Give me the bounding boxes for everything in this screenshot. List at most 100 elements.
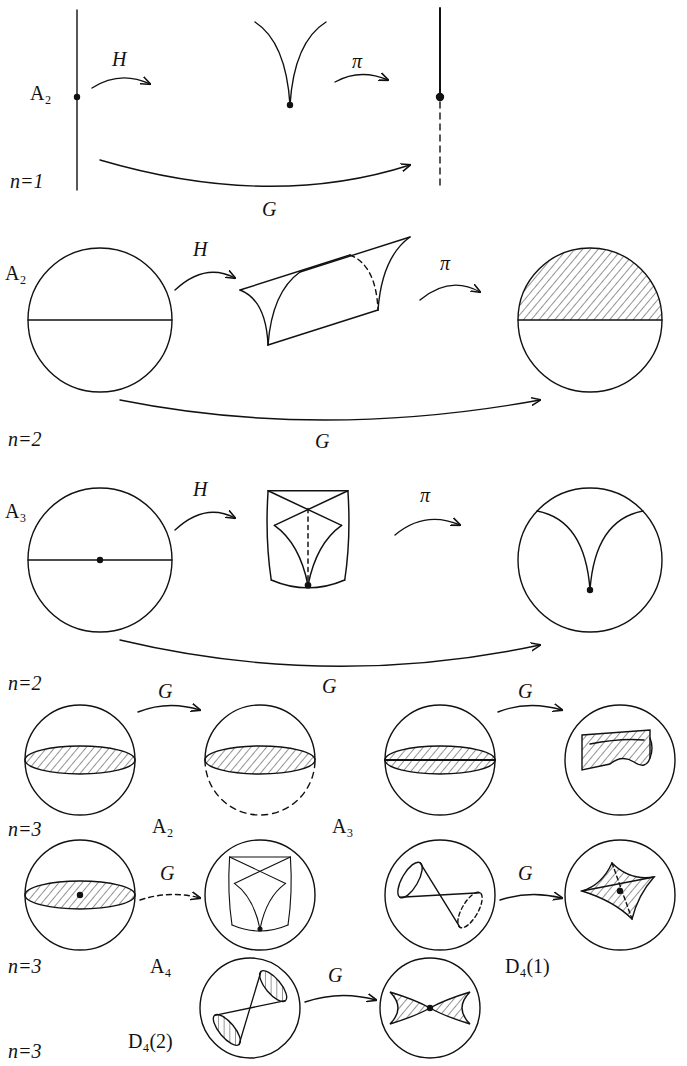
- illustration-stroke: [28, 319, 172, 320]
- sphere-outline: [205, 840, 315, 950]
- map-label: G: [328, 964, 342, 986]
- map-label: n=1: [10, 170, 44, 192]
- map-label: H: [193, 478, 207, 500]
- illustration-stroke: [215, 980, 286, 1037]
- illustration-stroke: [420, 285, 480, 300]
- sphere-outline: [588, 588, 593, 593]
- map-label: G: [518, 862, 532, 884]
- sphere-outline: [25, 840, 135, 950]
- sphere-outline: [98, 558, 103, 563]
- illustration-stroke: [385, 746, 495, 774]
- singularity-label: A₄: [150, 955, 171, 977]
- sphere-outline: [565, 705, 675, 815]
- map-label: π: [440, 252, 450, 274]
- d4-surface: [582, 863, 654, 919]
- map-label: n=2: [8, 428, 42, 450]
- row-d4-2-n3: [200, 954, 480, 1061]
- map-label: H: [193, 238, 207, 260]
- map-label: G: [518, 680, 532, 702]
- illustration-stroke: [92, 78, 150, 88]
- map-label: H: [112, 48, 126, 70]
- sphere-outline: [288, 103, 293, 108]
- illustration-stroke: [350, 255, 378, 310]
- swallowtail: [229, 857, 291, 931]
- illustration-stroke: [230, 856, 291, 857]
- illustration-stroke: [290, 22, 326, 105]
- illustration-stroke: [232, 925, 288, 931]
- row-a2-a3-n3: [25, 705, 675, 815]
- sphere-outline: [258, 927, 262, 931]
- illustration-stroke: [25, 746, 135, 774]
- illustration-stroke: [234, 857, 290, 883]
- illustration-stroke: [229, 857, 232, 925]
- illustration-stroke: [345, 491, 349, 580]
- sphere-outline: [380, 958, 480, 1058]
- illustration-stroke: [140, 894, 200, 900]
- map-label: G: [315, 430, 329, 452]
- illustration-stroke: [268, 272, 300, 345]
- singularity-label: A₃: [332, 815, 353, 837]
- map-label: G: [262, 198, 276, 220]
- map-label: G: [160, 862, 174, 884]
- map-label: π: [420, 484, 430, 506]
- singularity-label: A₂: [152, 815, 173, 837]
- sphere-outline: [25, 705, 135, 815]
- illustration-stroke: [288, 857, 291, 925]
- sphere-outline: [385, 840, 495, 950]
- illustration-stroke: [25, 881, 135, 909]
- sphere-outline: [565, 840, 675, 950]
- map-label: π: [352, 50, 362, 72]
- illustration-stroke: [205, 746, 315, 774]
- map-label: n=2: [8, 672, 42, 694]
- illustration-stroke: [268, 310, 378, 345]
- sphere-outline: [518, 488, 662, 632]
- illustration-stroke: [518, 248, 662, 320]
- illustration-stroke: [138, 705, 200, 712]
- illustration-stroke: [378, 237, 410, 310]
- illustration-stroke: [582, 863, 654, 919]
- sphere-outline: [28, 248, 172, 392]
- map-label: n=3: [8, 818, 42, 840]
- illustration-stroke: [300, 237, 410, 272]
- singularity-label: A₃: [5, 500, 26, 522]
- illustration-stroke: [518, 319, 662, 320]
- illustration-stroke: [612, 863, 632, 919]
- illustration-stroke: [240, 255, 350, 290]
- illustration-stroke: [420, 863, 460, 928]
- illustration-stroke: [308, 525, 342, 585]
- illustration-stroke: [439, 102, 440, 190]
- swallowtail: [267, 491, 349, 588]
- illustration-stroke: [395, 519, 460, 535]
- illustration-stroke: [268, 490, 348, 491]
- illustration-stroke: [650, 738, 652, 758]
- row-a4-d4-n3: [25, 840, 675, 950]
- illustration-stroke: [590, 740, 644, 745]
- illustration-stroke: [100, 160, 410, 186]
- illustration-stroke: [274, 525, 308, 585]
- sphere-outline: [28, 488, 172, 632]
- illustration-stroke: [267, 491, 271, 580]
- row-a3-n2: [28, 488, 662, 666]
- illustration-stroke: [268, 491, 342, 526]
- map-label: n=3: [8, 955, 42, 977]
- illustration-stroke: [537, 511, 590, 590]
- sphere-outline: [200, 958, 300, 1058]
- illustration-stroke: [255, 22, 290, 105]
- illustration-stroke: [120, 640, 540, 666]
- illustration-stroke: [230, 857, 286, 883]
- illustration-stroke: [271, 580, 345, 588]
- illustration-stroke: [307, 509, 308, 586]
- illustration-stroke: [240, 290, 268, 345]
- sphere-outline: [437, 94, 444, 101]
- illustration-stroke: [120, 400, 540, 420]
- row-a2-n1: [75, 8, 444, 190]
- purse-surface: [390, 992, 470, 1024]
- illustration-stroke: [335, 74, 388, 82]
- sphere-outline: [75, 95, 80, 100]
- singularity-label: D₄(2): [128, 1030, 173, 1052]
- sphere-outline: [518, 248, 662, 392]
- double-cone: [393, 859, 487, 932]
- sphere-outline: [78, 893, 83, 898]
